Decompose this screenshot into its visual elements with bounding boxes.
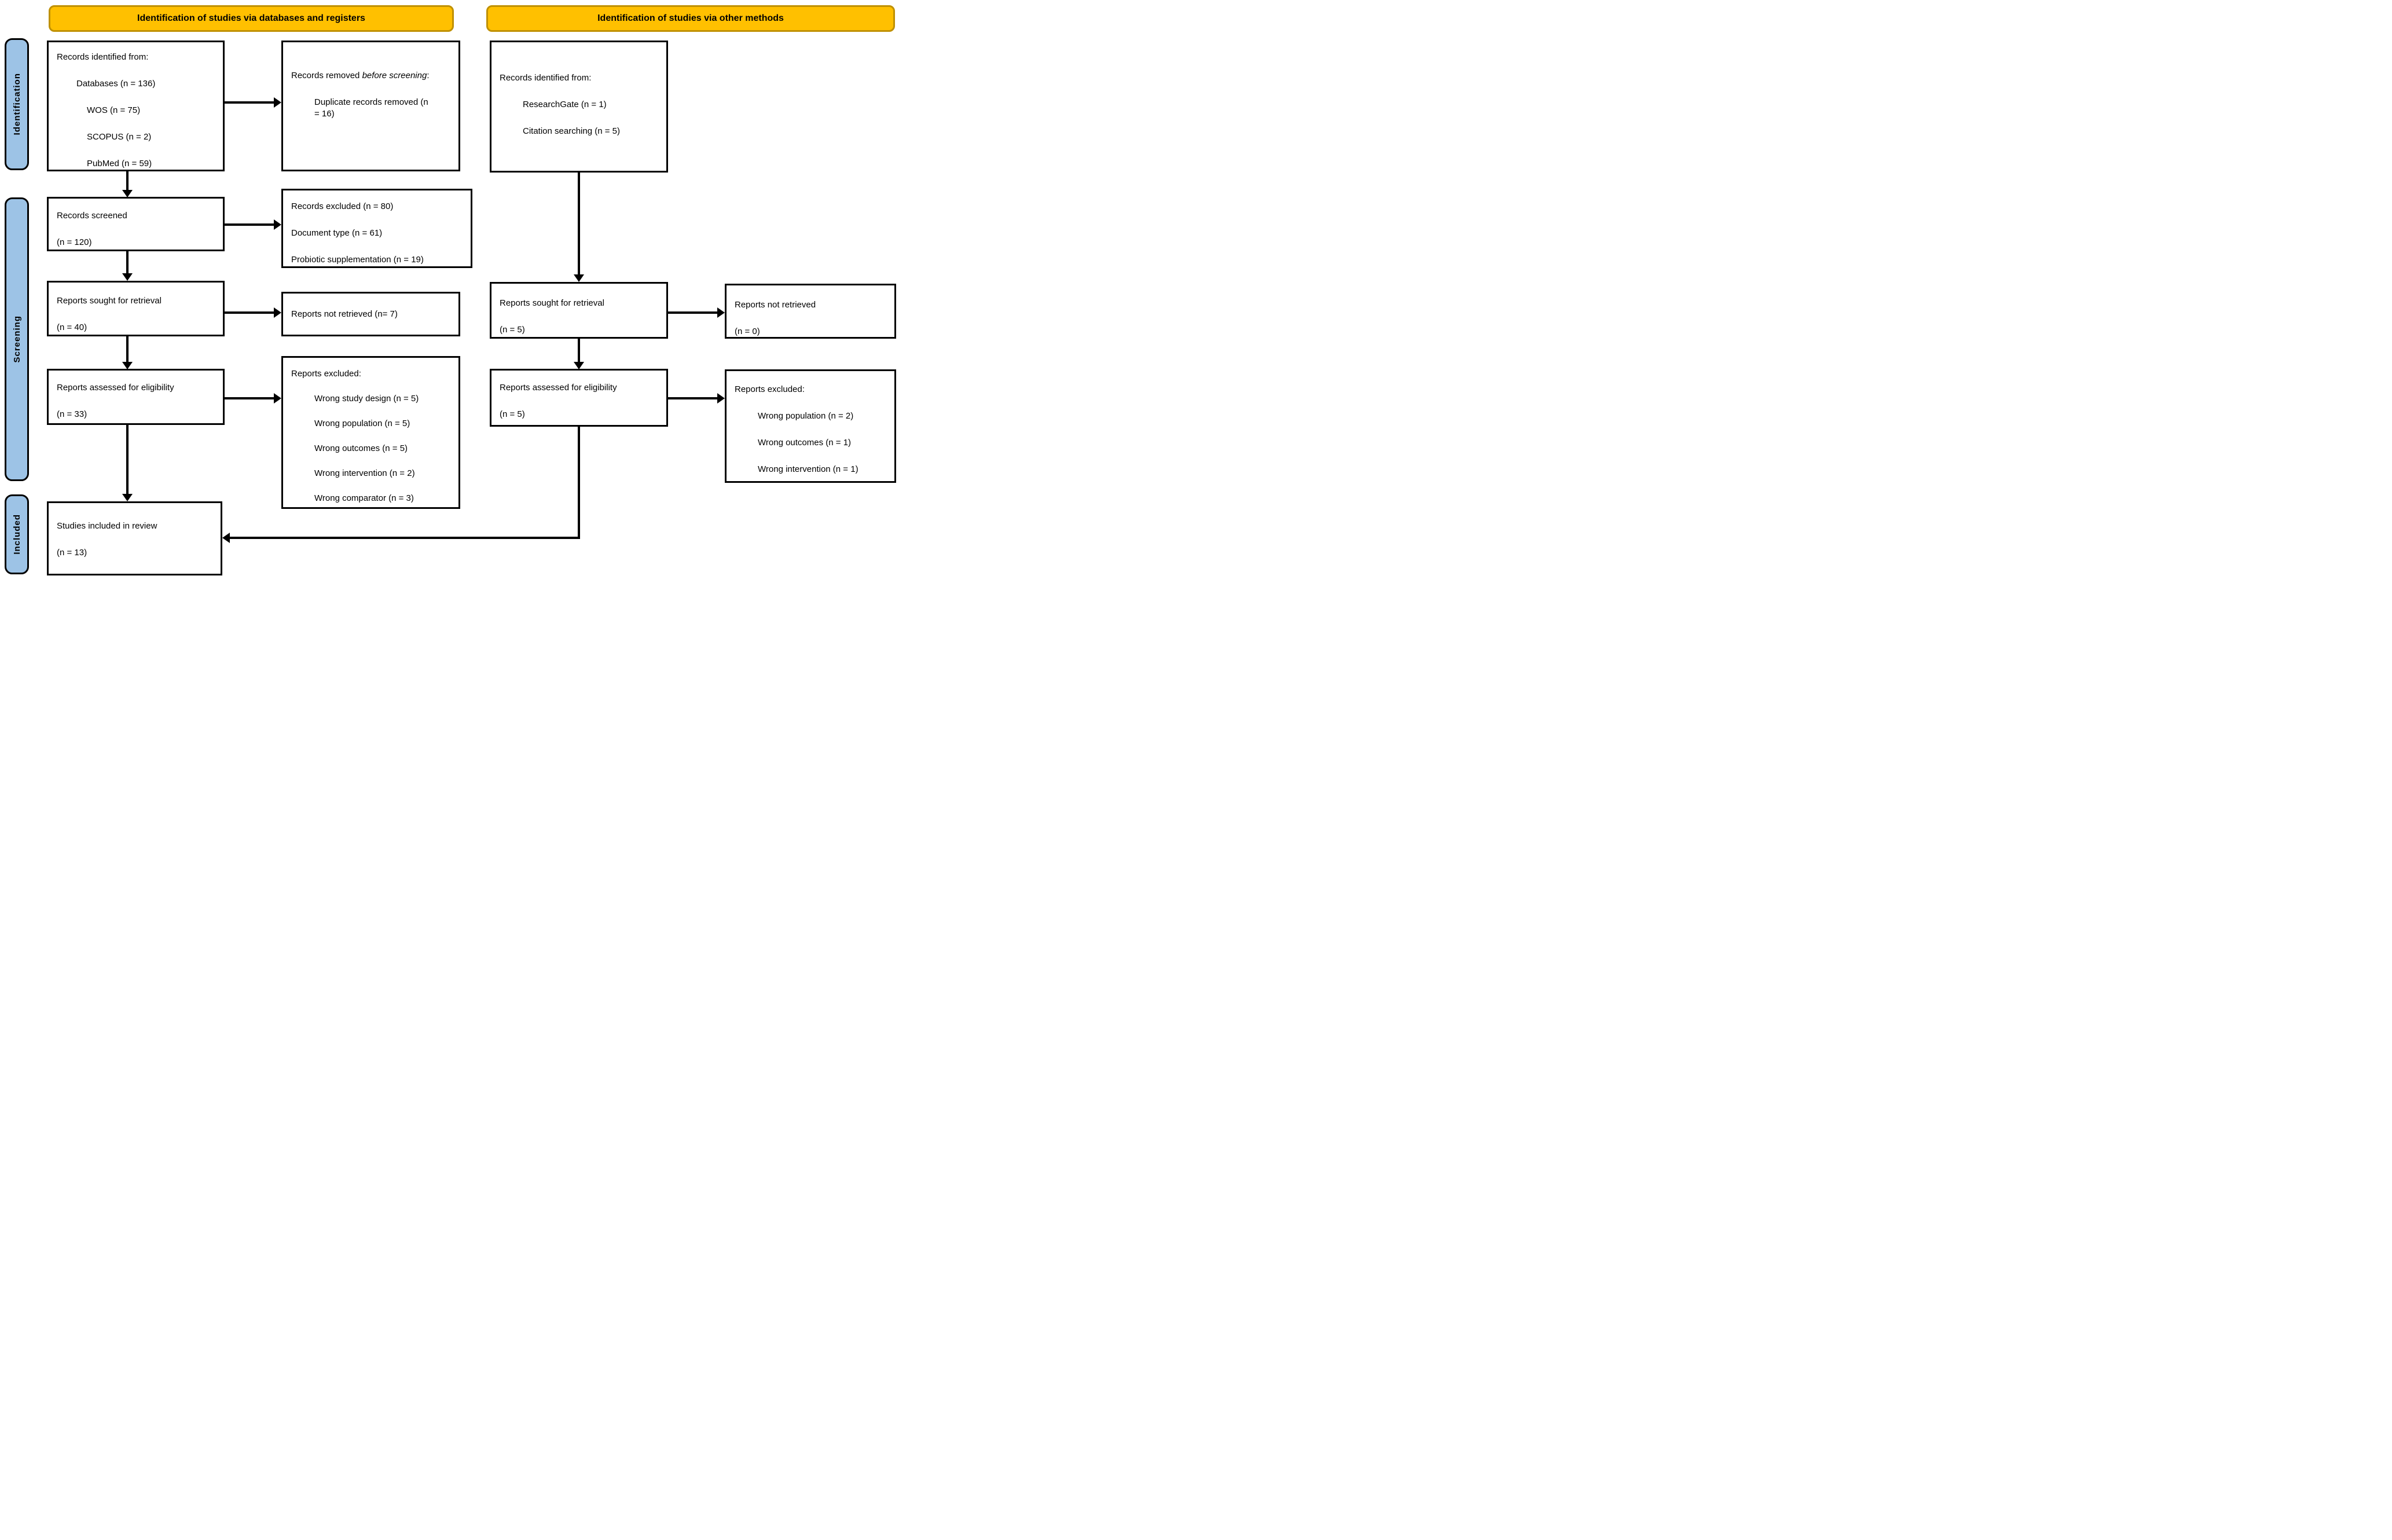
box-records-identified-other: Records identified from: ResearchGate (n… xyxy=(490,41,668,173)
box-line: Wrong population (n = 5) xyxy=(314,419,410,428)
arrow-sought-to-notretrieved-line xyxy=(225,311,274,314)
arrow-other-assessed-to-excluded-head xyxy=(717,393,725,404)
box-line: WOS (n = 75) xyxy=(87,105,141,115)
box-line: PubMed (n = 59) xyxy=(87,159,152,168)
box-studies-included: Studies included in review (n = 13) xyxy=(47,501,222,575)
phase-label-included-text: Included xyxy=(12,514,22,555)
box-title-italic: before screening xyxy=(362,71,427,80)
arrow-identified-to-screened-line xyxy=(126,171,129,190)
arrow-other-identified-to-sought-line xyxy=(578,173,580,274)
box-reports-sought-other: Reports sought for retrieval (n = 5) xyxy=(490,282,668,339)
connector-other-assessed-horizontal-line xyxy=(230,537,580,539)
connector-other-assessed-down-line xyxy=(578,427,580,539)
box-line: Wrong outcomes (n = 5) xyxy=(314,443,408,453)
box-reports-assessed-databases: Reports assessed for eligibility (n = 33… xyxy=(47,369,225,425)
header-other-methods-label: Identification of studies via other meth… xyxy=(597,13,784,23)
connector-other-assessed-to-included-head xyxy=(222,533,230,543)
box-reports-sought-databases: Reports sought for retrieval (n = 40) xyxy=(47,281,225,336)
arrow-other-sought-to-notretrieved-head xyxy=(717,307,725,318)
arrow-assessed-to-included-head xyxy=(122,494,133,501)
arrow-identified-to-removed-line xyxy=(225,101,274,104)
box-count: (n = 13) xyxy=(57,548,87,558)
box-count: (n = 0) xyxy=(735,327,760,336)
box-line: Records excluded (n = 80) xyxy=(291,201,394,211)
box-reports-excluded-other: Reports excluded: Wrong population (n = … xyxy=(725,369,896,483)
arrow-screened-to-sought-head xyxy=(122,273,133,281)
arrow-other-identified-to-sought-head xyxy=(574,274,584,282)
header-databases-registers: Identification of studies via databases … xyxy=(49,5,454,32)
arrow-screened-to-sought-line xyxy=(126,251,129,273)
prisma-flow-diagram: Identification of studies via databases … xyxy=(0,0,897,578)
box-line: Citation searching (n = 5) xyxy=(523,126,621,136)
box-records-excluded: Records excluded (n = 80) Document type … xyxy=(281,189,472,268)
box-title: Records screened xyxy=(57,211,127,221)
box-title: Reports excluded: xyxy=(735,384,805,394)
phase-label-identification: Identification xyxy=(5,38,29,170)
phase-label-screening: Screening xyxy=(5,197,29,481)
box-title: Reports not retrieved (n= 7) xyxy=(291,309,398,319)
arrow-screened-to-excluded-head xyxy=(274,219,281,230)
box-count: (n = 5) xyxy=(500,325,525,335)
box-count: (n = 120) xyxy=(57,237,92,247)
arrow-screened-to-excluded-line xyxy=(225,223,274,226)
arrow-other-assessed-to-excluded-line xyxy=(668,397,717,399)
arrow-other-sought-to-assessed-line xyxy=(578,339,580,362)
box-line: Probiotic supplementation (n = 19) xyxy=(291,255,424,265)
header-databases-registers-label: Identification of studies via databases … xyxy=(137,13,365,23)
arrow-identified-to-removed-head xyxy=(274,97,281,108)
box-title: Reports sought for retrieval xyxy=(500,298,604,308)
box-line: Databases (n = 136) xyxy=(76,79,156,89)
box-title: Reports assessed for eligibility xyxy=(500,383,617,393)
box-records-screened: Records screened (n = 120) xyxy=(47,197,225,251)
header-other-methods: Identification of studies via other meth… xyxy=(486,5,895,32)
box-count: (n = 33) xyxy=(57,409,87,419)
box-reports-not-retrieved-other: Reports not retrieved (n = 0) xyxy=(725,284,896,339)
arrow-sought-to-assessed-line xyxy=(126,336,129,362)
phase-label-identification-text: Identification xyxy=(12,73,22,135)
box-line: Wrong intervention (n = 1) xyxy=(758,464,859,474)
box-line: ResearchGate (n = 1) xyxy=(523,100,607,109)
box-title: Records removed before screening: xyxy=(291,70,430,82)
box-title: Reports assessed for eligibility xyxy=(57,383,174,393)
box-line: Wrong comparator (n = 3) xyxy=(314,493,414,503)
box-line: Duplicate records removed (n = 16) xyxy=(314,97,428,119)
box-count: (n = 5) xyxy=(500,409,525,419)
arrow-assessed-to-excluded-head xyxy=(274,393,281,404)
box-title: Studies included in review xyxy=(57,521,157,531)
box-title: Records identified from: xyxy=(500,73,592,83)
box-line: Wrong population (n = 2) xyxy=(758,411,854,421)
arrow-other-sought-to-notretrieved-line xyxy=(668,311,717,314)
box-records-identified-databases: Records identified from: Databases (n = … xyxy=(47,41,225,171)
box-records-removed-before-screening: Records removed before screening: Duplic… xyxy=(281,41,460,171)
arrow-sought-to-notretrieved-head xyxy=(274,307,281,318)
box-line: Wrong intervention (n = 2) xyxy=(314,468,415,478)
phase-label-screening-text: Screening xyxy=(12,316,22,363)
box-title: Reports not retrieved xyxy=(735,300,816,310)
box-line: SCOPUS (n = 2) xyxy=(87,132,152,142)
box-line: Document type (n = 61) xyxy=(291,228,383,238)
arrow-assessed-to-excluded-line xyxy=(225,397,274,399)
box-title: Records identified from: xyxy=(57,52,149,62)
box-title-prefix: Records removed xyxy=(291,71,362,80)
box-title: Reports sought for retrieval xyxy=(57,296,162,306)
box-line: Wrong outcomes (n = 1) xyxy=(758,438,852,448)
arrow-assessed-to-included-line xyxy=(126,425,129,494)
phase-label-included: Included xyxy=(5,494,29,574)
arrow-other-sought-to-assessed-head xyxy=(574,362,584,369)
box-reports-excluded-databases: Reports excluded: Wrong study design (n … xyxy=(281,356,460,509)
box-line: Wrong study design (n = 5) xyxy=(314,394,419,404)
box-count: (n = 40) xyxy=(57,322,87,332)
box-title-suffix: : xyxy=(427,71,430,80)
arrow-identified-to-screened-head xyxy=(122,190,133,197)
box-reports-not-retrieved-databases: Reports not retrieved (n= 7) xyxy=(281,292,460,336)
box-title: Reports excluded: xyxy=(291,369,361,379)
arrow-sought-to-assessed-head xyxy=(122,362,133,369)
box-reports-assessed-other: Reports assessed for eligibility (n = 5) xyxy=(490,369,668,427)
